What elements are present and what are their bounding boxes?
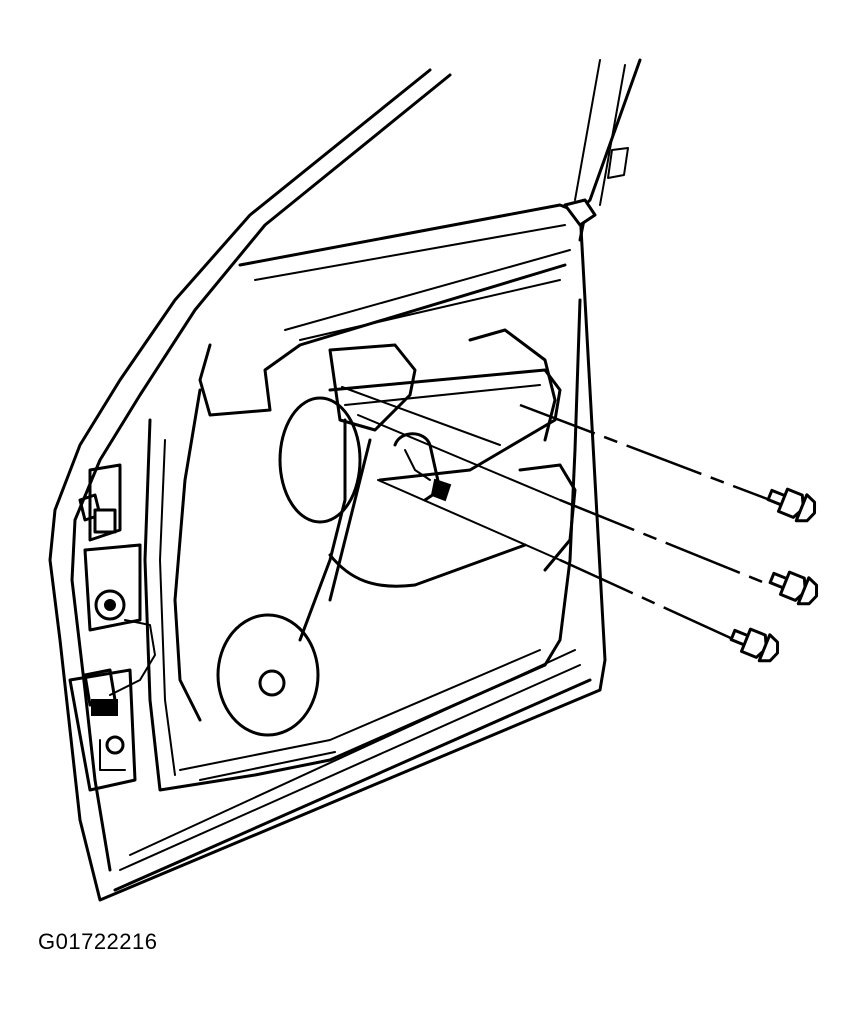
bolt-leader-lines bbox=[341, 386, 771, 642]
hinge-hardware bbox=[68, 463, 156, 792]
figure-code: G01722216 bbox=[38, 929, 158, 954]
window-channel bbox=[198, 198, 597, 417]
regulator-cutouts bbox=[216, 328, 557, 737]
window-regulator bbox=[328, 368, 577, 588]
door-outer-frame bbox=[48, 58, 642, 902]
bolt-3 bbox=[729, 627, 780, 663]
bolt-2 bbox=[768, 570, 819, 606]
bolt-1 bbox=[766, 487, 817, 523]
speaker-center bbox=[258, 669, 286, 697]
upper-access-hole bbox=[278, 396, 362, 524]
